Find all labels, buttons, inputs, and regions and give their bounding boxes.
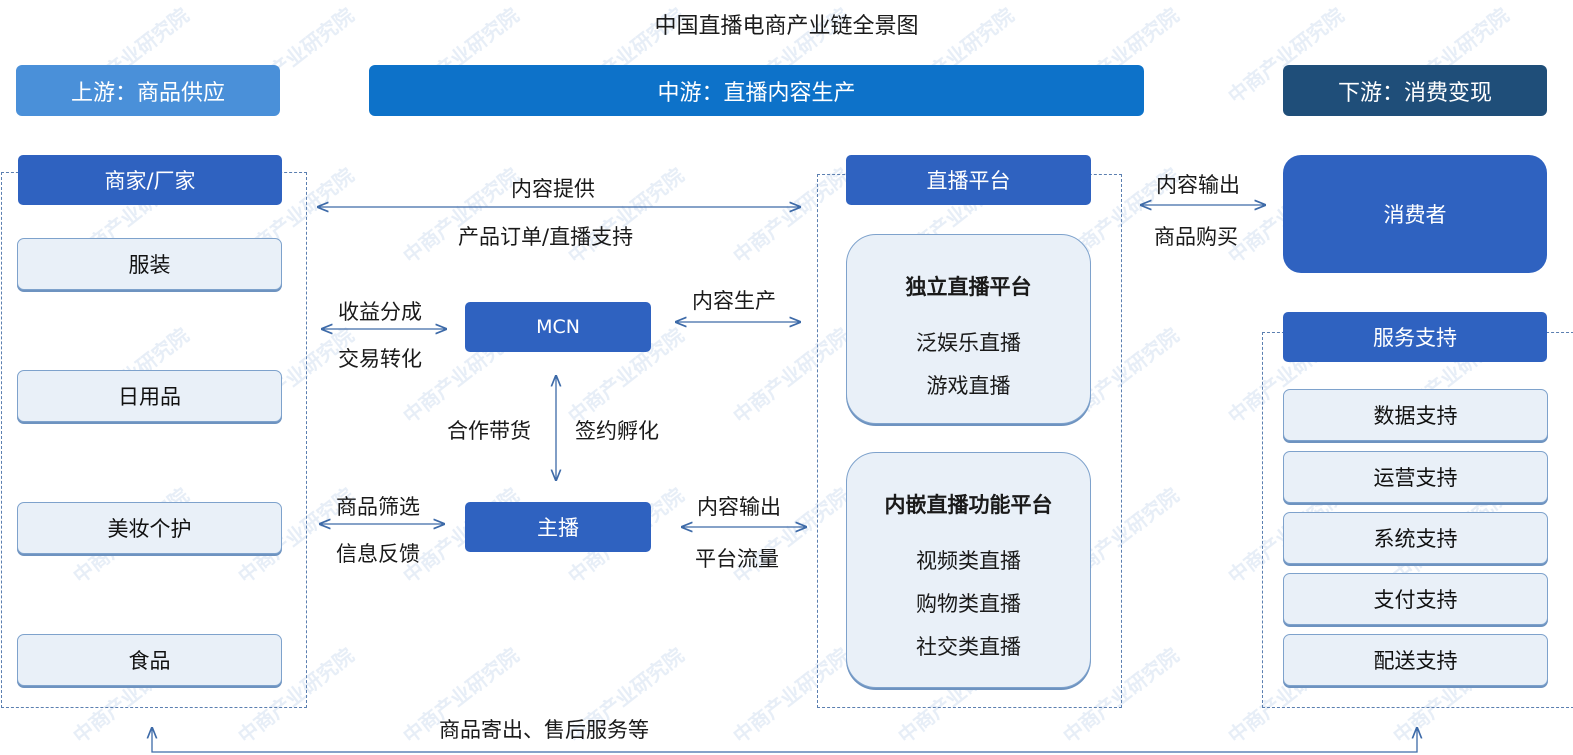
- midstream-header: 中游：直播内容生产: [369, 65, 1144, 116]
- flow-label: 产品订单/直播支持: [458, 225, 634, 249]
- merchant-item: 美妆个护: [17, 502, 282, 554]
- platform-type: 泛娱乐直播: [916, 331, 1021, 355]
- platform-type: 视频类直播: [916, 549, 1021, 573]
- anchor-box: 主播: [465, 502, 651, 552]
- independent-platform-title: 独立直播平台: [905, 275, 1032, 299]
- flow-label: 商品寄出、售后服务等: [439, 718, 649, 742]
- platform-type: 游戏直播: [926, 374, 1011, 398]
- flow-label: 商品购买: [1154, 225, 1238, 249]
- merchant-item: 日用品: [17, 370, 282, 422]
- flow-label: 收益分成: [338, 300, 422, 324]
- merchant-item: 食品: [17, 634, 282, 686]
- flow-label: 签约孵化: [575, 419, 659, 443]
- downstream-header: 下游：消费变现: [1283, 65, 1547, 116]
- upstream-header: 上游：商品供应: [16, 65, 280, 116]
- embedded-platform-card: 内嵌直播功能平台 视频类直播 购物类直播 社交类直播: [846, 452, 1091, 688]
- mcn-box: MCN: [465, 302, 651, 352]
- flow-label: 平台流量: [695, 547, 779, 571]
- service-item: 系统支持: [1283, 512, 1548, 564]
- service-item: 配送支持: [1283, 634, 1548, 686]
- service-item: 支付支持: [1283, 573, 1548, 625]
- service-item: 运营支持: [1283, 451, 1548, 503]
- platform-type: 社交类直播: [916, 635, 1021, 659]
- flow-label: 内容输出: [1156, 173, 1240, 197]
- merchant-item: 服装: [17, 238, 282, 290]
- embedded-platform-title: 内嵌直播功能平台: [884, 493, 1053, 517]
- flow-label: 合作带货: [447, 419, 531, 443]
- arrow-shipping: [152, 728, 1417, 753]
- service-item: 数据支持: [1283, 389, 1548, 441]
- service-box: 服务支持: [1283, 312, 1547, 362]
- merchant-box: 商家/厂家: [18, 155, 282, 205]
- flow-label: 内容提供: [511, 177, 595, 201]
- diagram-title: 中国直播电商产业链全景图: [654, 14, 919, 39]
- flow-label: 内容输出: [697, 495, 781, 519]
- flow-label: 信息反馈: [336, 542, 420, 566]
- flow-label: 内容生产: [692, 289, 776, 313]
- flow-label: 交易转化: [338, 347, 422, 371]
- flow-label: 商品筛选: [336, 495, 420, 519]
- platform-box: 直播平台: [846, 155, 1091, 205]
- consumer-box: 消费者: [1283, 155, 1547, 273]
- platform-type: 购物类直播: [916, 592, 1021, 616]
- independent-platform-card: 独立直播平台 泛娱乐直播 游戏直播: [846, 234, 1091, 424]
